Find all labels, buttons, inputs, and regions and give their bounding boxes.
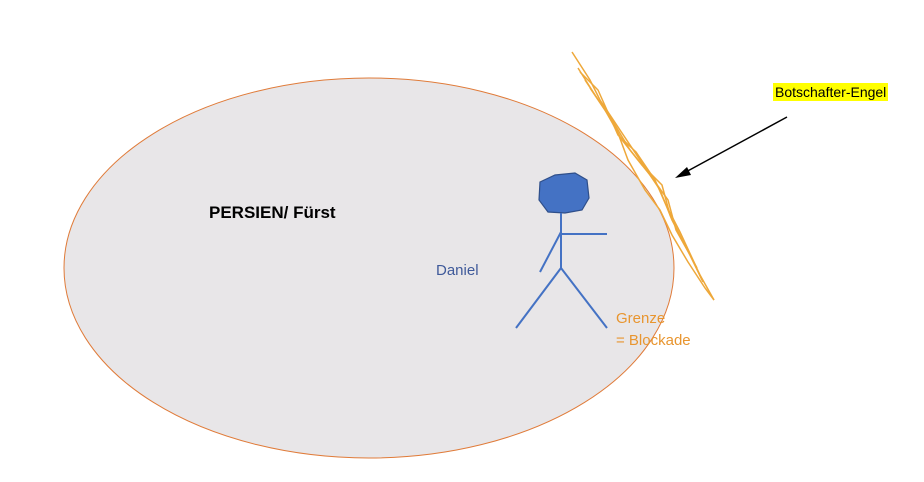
- angel-label: Botschafter-Engel: [773, 83, 889, 101]
- border-label-line1: Grenze: [616, 310, 666, 327]
- head: [538, 172, 590, 214]
- region-title: PERSIEN/ Fürst: [209, 203, 336, 222]
- person-label: Daniel: [436, 262, 479, 279]
- pointer-arrow: [675, 116, 788, 178]
- daniel-stick-figure: [515, 172, 608, 329]
- border-label: Grenze = Blockade: [616, 308, 691, 352]
- persia-region-ellipse: [63, 77, 675, 459]
- border-label-line2: = Blockade: [616, 332, 691, 349]
- border-scribble: [571, 51, 715, 301]
